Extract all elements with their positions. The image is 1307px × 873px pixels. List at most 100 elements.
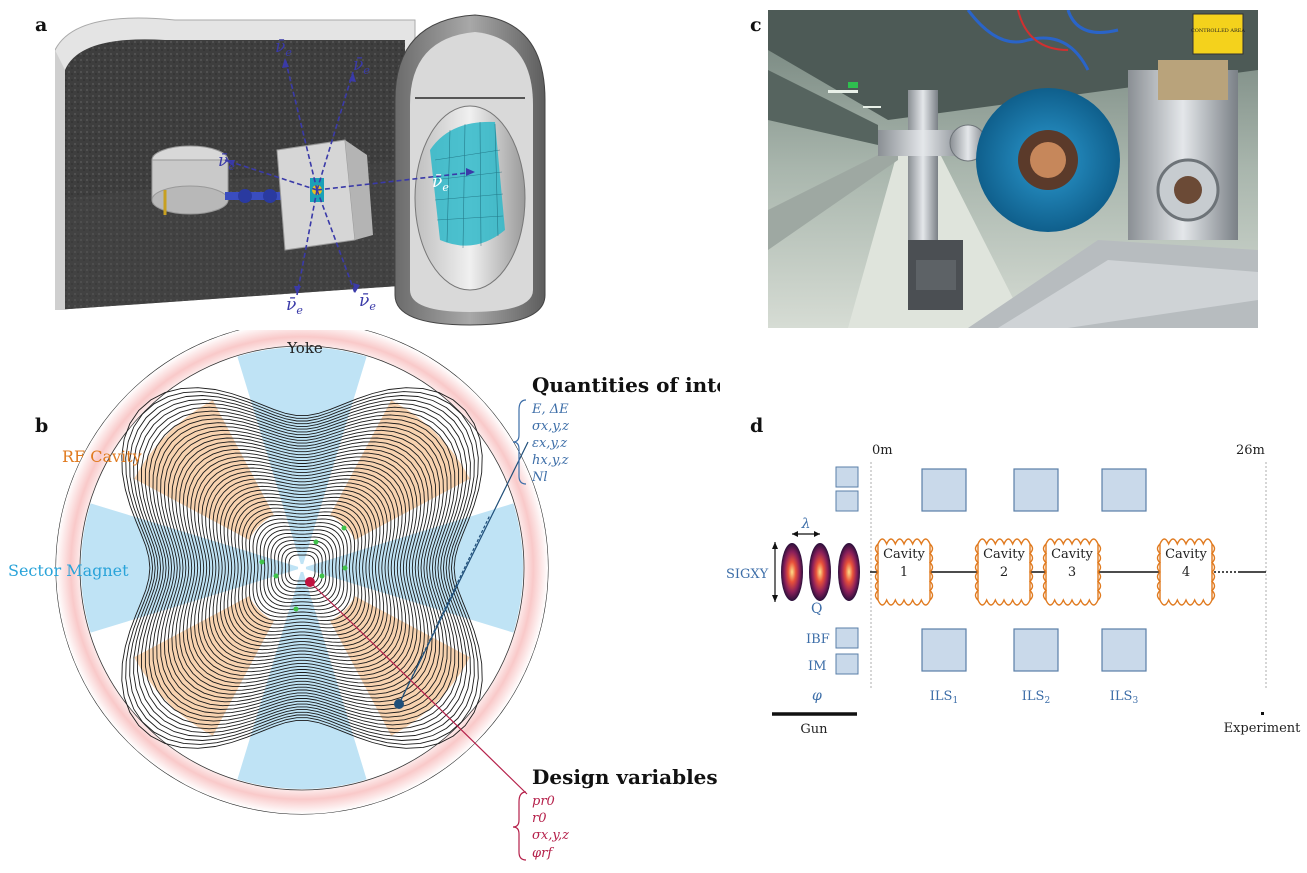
beam-orbits	[121, 387, 483, 749]
rf-cavity-4	[134, 596, 274, 736]
tunnel-illustration: ν̄e ν̄e ν̄e ν̄e ν̄e ν̄e	[54, 14, 546, 326]
orbit-turn	[144, 410, 460, 726]
svg-text:Nl: Nl	[531, 470, 548, 485]
cavity-title: Cavity	[983, 547, 1025, 562]
orbit-turn	[245, 511, 359, 625]
neutrino-arrows	[224, 57, 476, 296]
ils1-label: ILS1	[930, 689, 958, 706]
gun-label: Gun	[800, 722, 828, 737]
svg-text:εx,y,z: εx,y,z	[532, 436, 567, 451]
orbit-turn	[230, 496, 374, 640]
end-position: 26m	[1236, 443, 1265, 458]
orbit-turn	[190, 456, 414, 680]
ils1-lower-magnet	[921, 628, 967, 672]
orbit-turn	[186, 452, 418, 684]
orbit-turn	[259, 525, 345, 611]
orbit-turn	[241, 507, 363, 629]
orbit-turn	[277, 543, 327, 593]
cavity-title: Cavity	[883, 547, 925, 562]
orbit-turn	[270, 536, 334, 600]
q-label: Q	[811, 601, 822, 617]
orbit-turn	[148, 414, 456, 722]
cavity-1: Cavity 1	[874, 538, 934, 606]
cavity-number: 4	[1182, 565, 1190, 580]
orbit-turn	[156, 422, 448, 714]
orbit-turn	[238, 504, 366, 632]
orbit-turn	[281, 547, 323, 589]
ibf-label: IBF	[806, 632, 830, 647]
beamline-photo: CONTROLLED AREA	[768, 9, 1258, 328]
orbit-turn	[263, 529, 341, 607]
orbit-turn	[266, 532, 338, 604]
design-title: Design variables	[532, 765, 718, 789]
bunch-2	[809, 543, 831, 601]
orbit-turn	[152, 418, 452, 718]
panel-label-a: a	[35, 14, 48, 36]
orbit-turn	[227, 493, 377, 643]
panel-label-c: c	[750, 14, 762, 36]
orbit-turn	[248, 514, 356, 622]
panel-b-cyclotron: Yoke RF Cavity Sector Magnet Quantities …	[0, 321, 774, 869]
sector-magnet-2	[305, 503, 523, 633]
svg-text:r0: r0	[532, 811, 547, 826]
orbit-turn	[141, 406, 463, 730]
sigxy-label: SIGXY	[726, 567, 769, 582]
orbit-turn	[216, 482, 388, 654]
im-magnet	[835, 653, 859, 675]
yoke-label: Yoke	[286, 339, 323, 357]
injection-points	[259, 525, 348, 612]
svg-text:σx,y,z: σx,y,z	[532, 419, 569, 434]
neutrino-label-5: ν̄e	[286, 295, 303, 317]
orbit-turn	[179, 445, 425, 691]
magnet-upper-1	[835, 466, 859, 488]
cavity-number: 3	[1068, 565, 1076, 580]
orbit-turn	[208, 474, 396, 662]
orbit-turn	[137, 402, 467, 734]
extraction-point	[394, 699, 404, 709]
neutrino-label-1: ν̄e	[275, 37, 292, 59]
orbit-turn	[223, 489, 381, 647]
experiment-label: Experiment	[1224, 721, 1302, 736]
panel-a-illustration: ν̄e ν̄e ν̄e ν̄e ν̄e ν̄e	[54, 10, 555, 328]
ils2-lower-magnet	[1013, 628, 1059, 672]
orbit-turn	[167, 433, 437, 703]
design-list: pr0 r0 σx,y,z φrf	[532, 794, 569, 861]
sector-magnet-3	[237, 571, 367, 789]
ibf-magnet	[835, 627, 859, 649]
orbit-turn	[125, 391, 479, 745]
cavity-number: 1	[900, 565, 908, 580]
panel-label-d: d	[750, 415, 764, 437]
orbit-turn	[182, 448, 422, 688]
ils3-label: ILS3	[1110, 689, 1139, 706]
ils3-lower-magnet	[1101, 628, 1147, 672]
orbit-turn	[129, 395, 475, 741]
im-label: IM	[808, 659, 826, 674]
orbit-turn	[160, 426, 444, 710]
sector-magnet-1	[237, 347, 367, 565]
orbit-turn	[212, 478, 392, 658]
ils2-upper-magnet	[1013, 468, 1059, 512]
svg-text:hx,y,z: hx,y,z	[532, 453, 569, 468]
quantities-title: Quantities of interest	[532, 373, 720, 397]
bunch-3	[838, 543, 860, 601]
sector-magnet-label: Sector Magnet	[8, 561, 129, 580]
design-leader	[309, 581, 528, 795]
neutrino-label-2: ν̄e	[353, 55, 370, 77]
warning-sign-text: CONTROLLED AREA	[1191, 28, 1245, 34]
ils1-upper-magnet	[921, 468, 967, 512]
orbit-turn	[219, 485, 385, 651]
panel-label-b: b	[35, 415, 49, 437]
orbit-turn	[163, 429, 441, 707]
ils3-upper-magnet	[1101, 468, 1147, 512]
rf-cavities	[134, 400, 470, 736]
start-position: 0m	[872, 443, 893, 458]
quantities-list: E, ΔE σx,y,z εx,y,z hx,y,z Nl	[531, 402, 569, 485]
orbit-turn	[252, 518, 352, 618]
orbit-turn	[175, 441, 429, 695]
